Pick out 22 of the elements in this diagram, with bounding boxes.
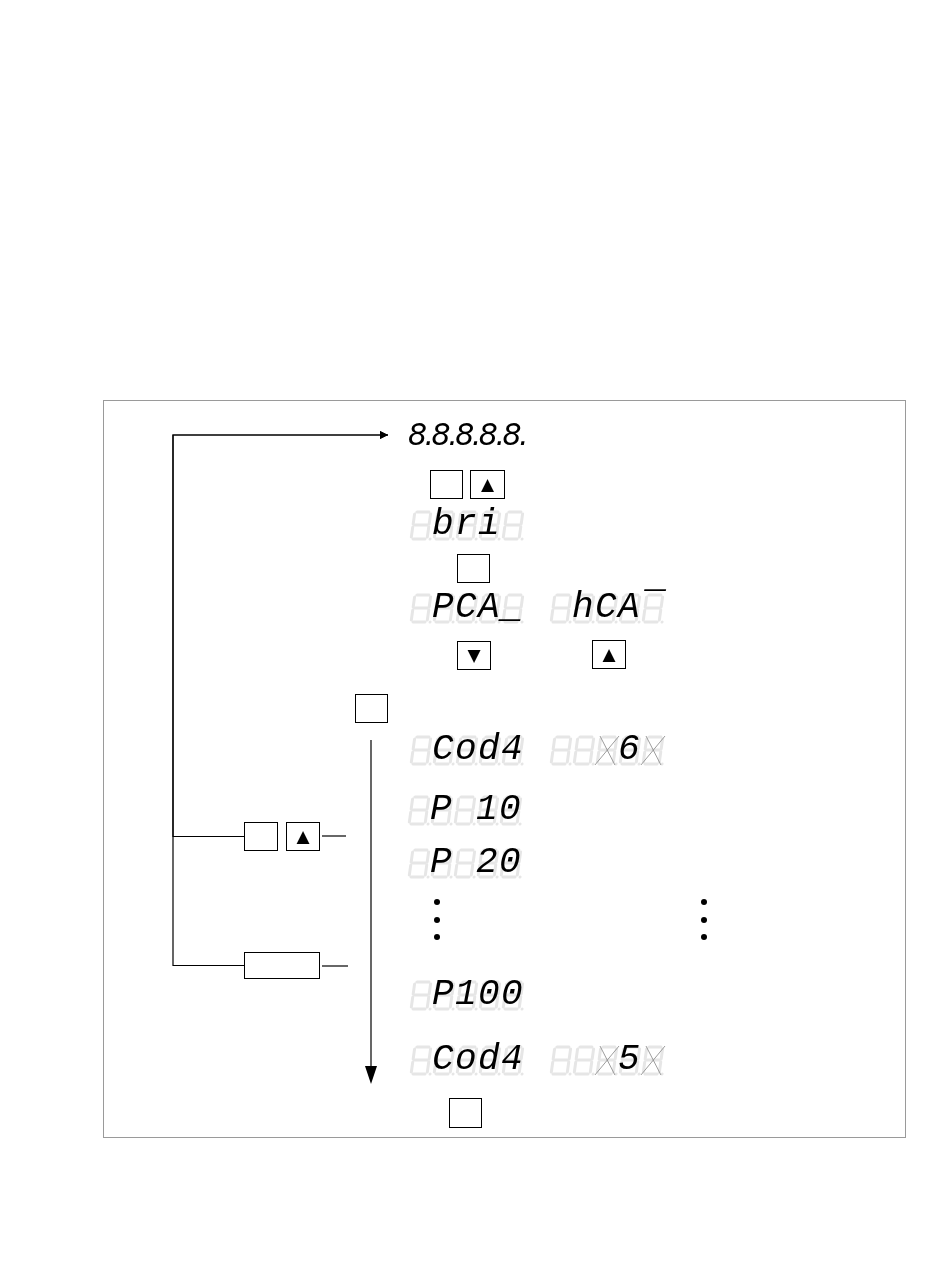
display-readout: P100 — [432, 978, 524, 1012]
display-readout: bri — [432, 508, 501, 542]
display-readout: hCA‾ — [572, 591, 664, 625]
key-button — [244, 822, 278, 851]
connector-arrow — [172, 431, 389, 967]
key-button — [449, 1098, 482, 1128]
display-readout: 5 — [618, 1043, 641, 1077]
arrow-key: ▲ — [286, 822, 320, 851]
display-readout: P 20 — [430, 846, 522, 880]
arrow-key: ▼ — [457, 641, 491, 670]
display-readout: PCA_ — [432, 591, 524, 625]
key-button — [430, 470, 463, 499]
arrow-key: ▲ — [470, 470, 505, 499]
display-readout: 6 — [618, 733, 641, 767]
display-readout: 8.8.8.8.8. — [388, 418, 538, 452]
key-button — [355, 694, 388, 723]
display-readout: Cod4 — [432, 733, 524, 767]
display-readout: Cod4 — [432, 1043, 524, 1077]
key-button — [244, 952, 320, 979]
arrow-key: ▲ — [592, 640, 626, 669]
key-button — [457, 554, 490, 583]
display-readout: P 10 — [430, 793, 522, 827]
